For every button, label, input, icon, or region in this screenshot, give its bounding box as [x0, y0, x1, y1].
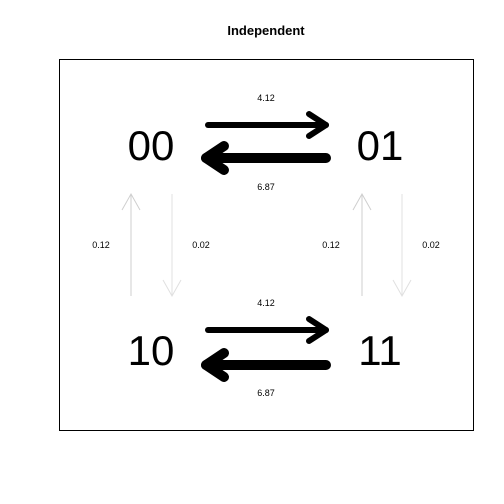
rate-left-down: 0.02 [192, 240, 210, 250]
arrow-01-to-11 [392, 194, 412, 298]
state-01: 01 [357, 122, 404, 169]
arrow-11-to-10 [201, 348, 331, 382]
arrow-01-to-00 [201, 141, 331, 175]
rate-top-backward: 6.87 [257, 182, 275, 192]
rate-right-up: 0.12 [322, 240, 340, 250]
rate-bottom-forward: 4.12 [257, 298, 275, 308]
arrow-11-to-01 [352, 192, 372, 296]
state-10: 10 [128, 327, 175, 374]
diagram-title: Independent [227, 23, 305, 38]
plot-frame [59, 59, 474, 431]
arrow-10-to-00 [121, 192, 141, 296]
arrow-00-to-01 [205, 111, 329, 139]
rate-bottom-backward: 6.87 [257, 388, 275, 398]
state-00: 00 [128, 122, 175, 169]
arrow-10-to-11 [205, 316, 329, 344]
rate-top-forward: 4.12 [257, 93, 275, 103]
rate-right-down: 0.02 [422, 240, 440, 250]
arrow-00-to-10 [162, 194, 182, 298]
state-11: 11 [358, 327, 402, 374]
rate-left-up: 0.12 [92, 240, 110, 250]
